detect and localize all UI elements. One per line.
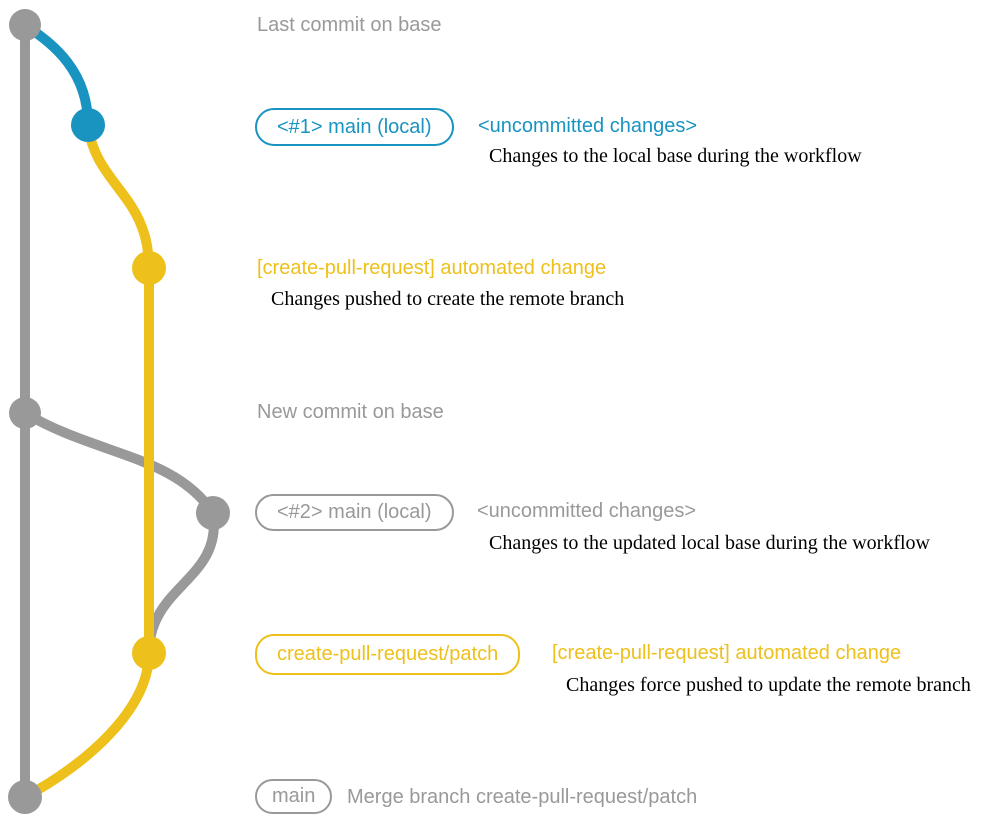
branch-local1-curve (22, 20, 93, 126)
branch-patch-curve-top (83, 124, 154, 269)
commit-dot-patch-2 (132, 636, 166, 670)
label-new-commit-on-base: New commit on base (257, 401, 444, 423)
branch-local2-curve (22, 408, 218, 516)
commit-dot-merge (8, 780, 42, 814)
label-automated-change-1: [create-pull-request] automated change (257, 257, 607, 279)
commit-dot-base-1 (9, 9, 41, 41)
commit-dot-local-1 (71, 108, 105, 142)
label-uncommitted-changes-1: <uncommitted changes> (478, 115, 698, 137)
commit-dot-patch-1 (132, 251, 166, 285)
label-automated-change-2: [create-pull-request] automated change (552, 642, 902, 664)
label-last-commit-on-base: Last commit on base (257, 14, 442, 36)
description-pushed-create-remote: Changes pushed to create the remote bran… (271, 288, 625, 310)
description-local-base-changes-1: Changes to the local base during the wor… (489, 145, 862, 167)
description-force-pushed-update-remote: Changes force pushed to update the remot… (566, 674, 971, 696)
commit-dot-local-2 (196, 496, 230, 530)
badge-main-local-1: <#1> main (local) (255, 108, 454, 146)
branch-patch-merge-curve (22, 652, 154, 802)
badge-main-local-2: <#2> main (local) (255, 494, 454, 531)
branch-local2-to-patch-curve (144, 512, 219, 654)
label-merge-branch: Merge branch create-pull-request/patch (347, 786, 698, 808)
label-uncommitted-changes-2: <uncommitted changes> (477, 500, 697, 522)
badge-create-pull-request-patch: create-pull-request/patch (255, 634, 521, 675)
git-graph (8, 9, 230, 814)
badge-main: main (255, 779, 333, 814)
commit-dot-base-2 (9, 397, 41, 429)
description-local-base-changes-2: Changes to the updated local base during… (489, 532, 930, 554)
